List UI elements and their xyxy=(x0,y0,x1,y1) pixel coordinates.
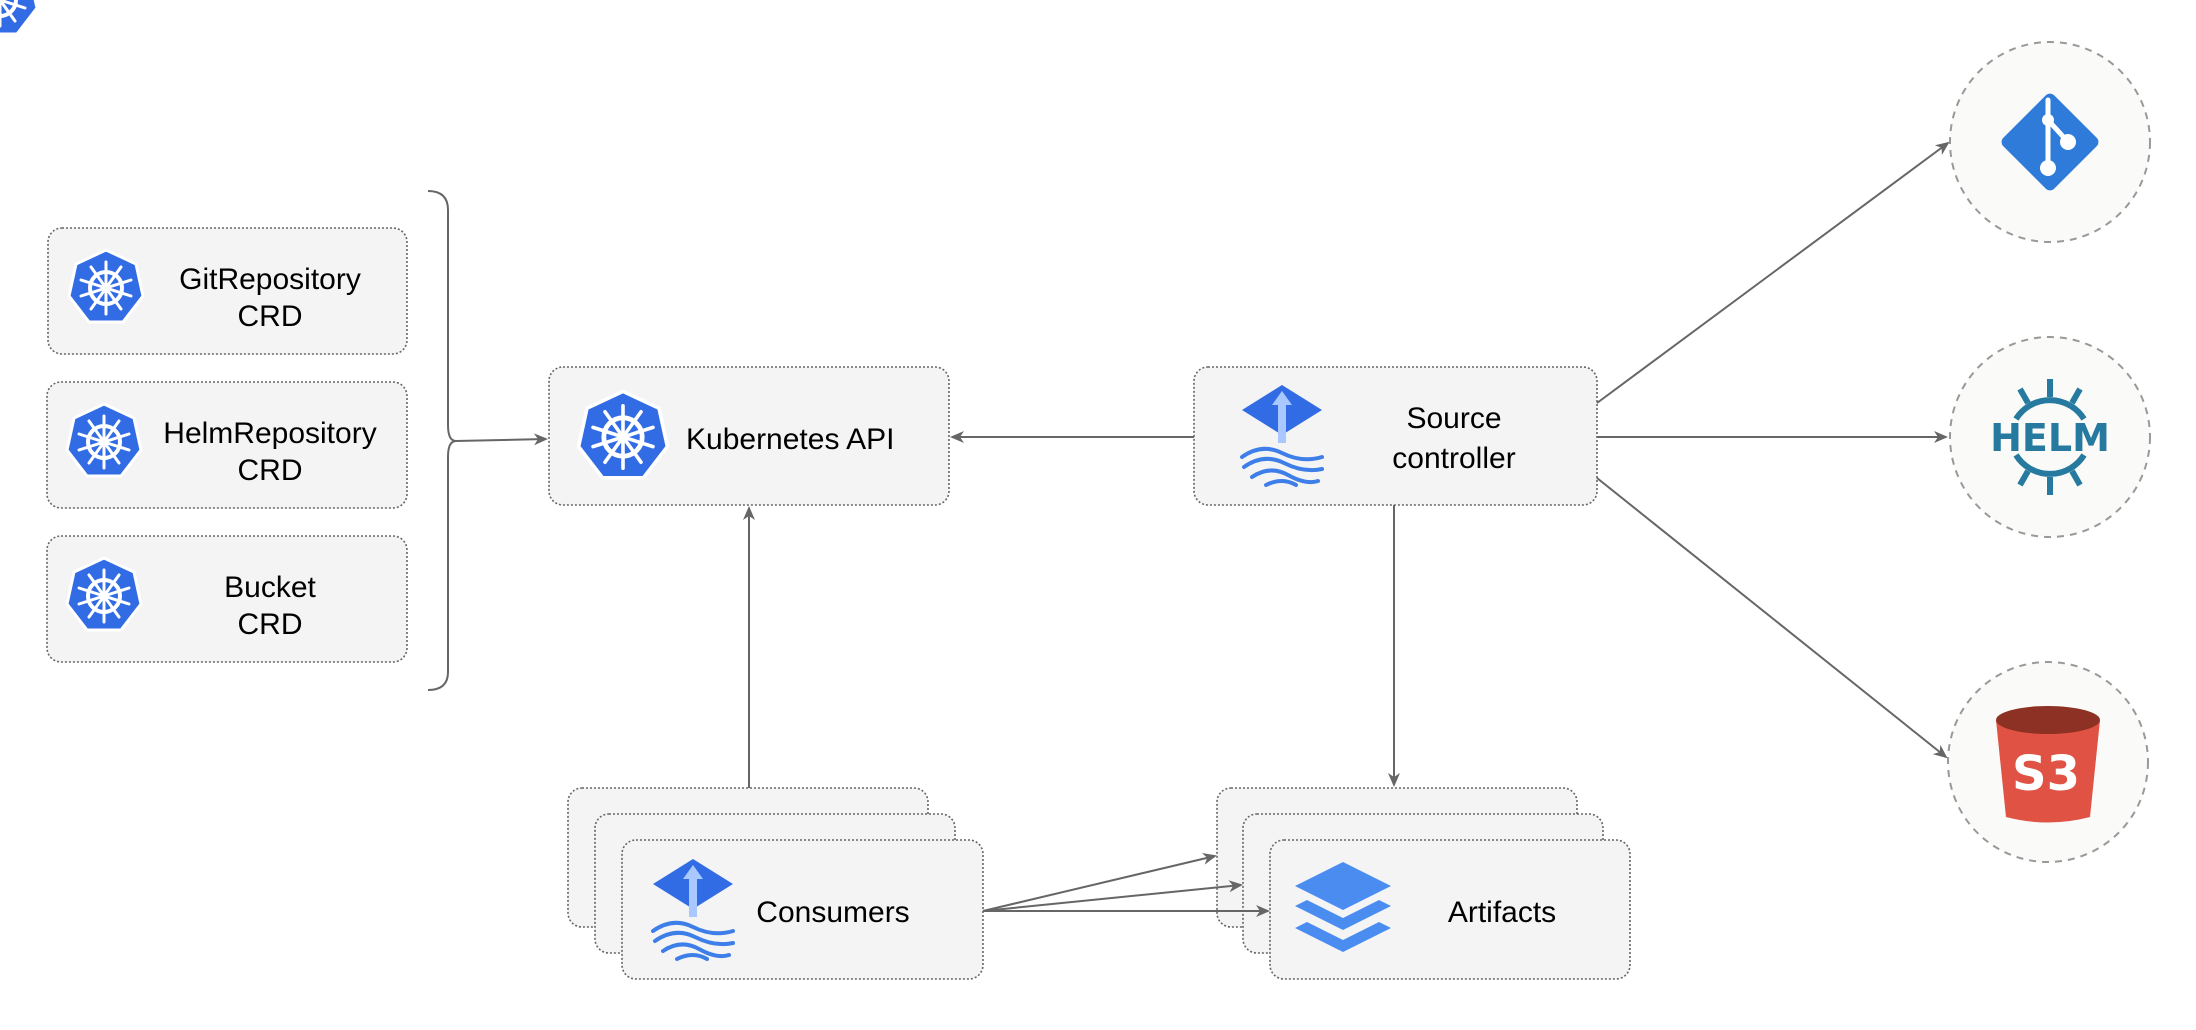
source-controller-label: Source xyxy=(1406,402,1501,435)
kubernetes-icon xyxy=(67,248,145,324)
git-icon xyxy=(2001,93,2099,191)
crd-sublabel: CRD xyxy=(238,608,303,641)
edge-controller-to-git xyxy=(1596,141,1950,404)
curly-brace xyxy=(427,190,457,691)
source-controller-sublabel: controller xyxy=(1392,442,1515,475)
consumers-node[interactable]: Consumers xyxy=(567,787,984,980)
crd-label: HelmRepository xyxy=(163,417,376,450)
crd-sublabel: CRD xyxy=(238,454,303,487)
helm-icon xyxy=(2013,379,2087,495)
kubernetes-icon xyxy=(65,556,143,632)
artifacts-node[interactable]: Artifacts xyxy=(1216,787,1631,980)
edge-consumers-to-artifact-1 xyxy=(982,852,1217,912)
edge-consumers-to-artifact-2 xyxy=(982,880,1243,912)
crd-gitrepository[interactable]: GitRepository CRD xyxy=(47,227,408,355)
kubernetes-icon xyxy=(65,402,143,478)
helm-source[interactable]: HELM xyxy=(1949,336,2151,538)
s3-label: S3 xyxy=(2012,746,2080,802)
artifacts-label: Artifacts xyxy=(1448,896,1556,929)
edge-controller-to-s3 xyxy=(1596,477,1948,759)
edge-crds-to-api xyxy=(455,433,548,446)
crd-label: Bucket xyxy=(224,571,316,604)
consumers-label: Consumers xyxy=(756,896,909,929)
kubernetes-icon xyxy=(0,0,39,36)
source-controller-node[interactable]: Source controller xyxy=(1193,366,1598,506)
kubernetes-api-label: Kubernetes API xyxy=(686,423,894,456)
crd-helmrepository[interactable]: HelmRepository CRD xyxy=(46,381,408,509)
kubernetes-api-node[interactable]: Kubernetes API xyxy=(0,0,950,506)
crd-sublabel: CRD xyxy=(238,300,303,333)
s3-source[interactable]: S3 xyxy=(1947,661,2149,863)
crd-bucket[interactable]: Bucket CRD xyxy=(46,535,408,663)
s3-bucket-icon xyxy=(1996,706,2100,823)
helm-label: HELM xyxy=(1990,416,2110,460)
git-source[interactable] xyxy=(1949,41,2151,243)
crd-label: GitRepository xyxy=(179,263,361,296)
